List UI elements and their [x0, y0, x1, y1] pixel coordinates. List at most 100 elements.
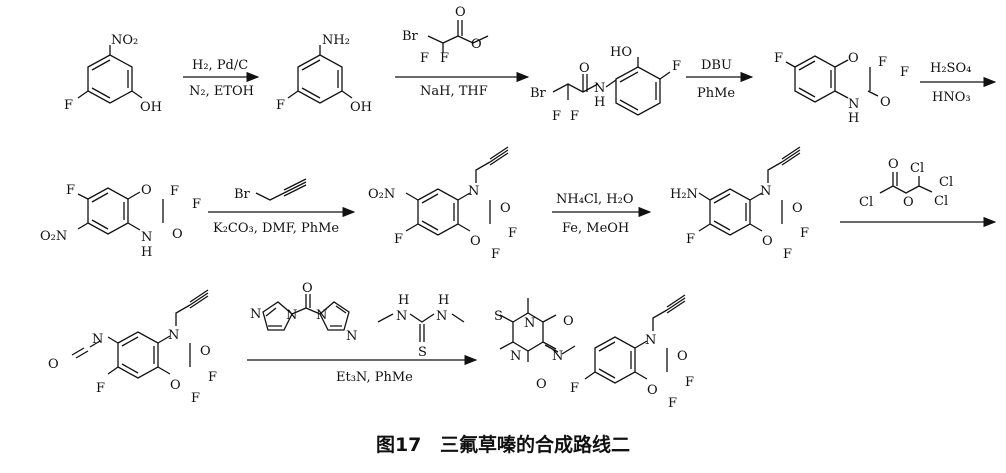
reagent-dimethylthiourea: H N H N S	[377, 293, 465, 360]
compound-9-trifludimoxazin: S N O N N O F N O O F F	[494, 294, 694, 411]
label-o: O	[563, 314, 574, 329]
condition-step2-bottom: NaH, THF	[420, 84, 488, 99]
label-n: N	[286, 308, 297, 323]
condition-step1-bottom: N₂, ETOH	[189, 84, 254, 99]
label-f: F	[394, 232, 403, 247]
label-oh: OH	[350, 100, 372, 115]
label-o: O	[536, 377, 547, 392]
figure-number: 图17	[375, 434, 422, 456]
label-n: N	[848, 97, 859, 112]
label-o: O	[762, 234, 773, 249]
label-cl: Cl	[939, 175, 953, 190]
condition-step4-bottom: HNO₃	[932, 90, 971, 105]
label-o: O	[471, 37, 482, 52]
label-h2n: H₂N	[670, 187, 698, 202]
condition-step1-top: H₂, Pd/C	[192, 58, 248, 73]
condition-step3-bottom: PhMe	[697, 86, 735, 101]
compound-3-bromodifluoroacetamide: Br O F F N H HO F	[530, 45, 681, 124]
condition-step8-bottom: Et₃N, PhMe	[336, 370, 413, 385]
label-o: O	[848, 51, 859, 66]
reaction-arrow-8: O N N N N H N H N S Et₃N, PhMe	[247, 281, 478, 385]
label-o: O	[888, 157, 899, 172]
label-o2n: O₂N	[40, 229, 67, 244]
label-f: F	[96, 381, 105, 396]
reaction-arrow-2: Br F F O O NaH, THF	[395, 5, 530, 99]
label-o: O	[903, 195, 914, 210]
label-f: F	[276, 98, 285, 113]
label-n: N	[396, 309, 407, 324]
label-f: F	[552, 109, 561, 124]
label-s: S	[418, 345, 427, 360]
label-f: F	[672, 59, 681, 74]
label-o: O	[170, 378, 181, 393]
label-n: N	[141, 230, 152, 245]
label-o: O	[500, 201, 511, 216]
label-f: F	[570, 381, 579, 396]
label-f: F	[208, 370, 217, 385]
reaction-arrow-7: O Cl O Cl Cl Cl	[840, 157, 997, 228]
label-o: O	[455, 5, 466, 20]
label-f: F	[66, 183, 75, 198]
reagent-carbonyldiimidazole: O N N N N	[250, 281, 357, 344]
compound-7-aminobenzoxazinone: H₂N F N O O F F	[670, 146, 809, 262]
label-f: F	[508, 226, 517, 241]
label-o: O	[677, 349, 688, 364]
label-o: O	[200, 344, 211, 359]
label-f: F	[878, 55, 887, 70]
compound-5-nitrobenzoxazinone: F O₂N O F F O N H	[40, 183, 201, 260]
condition-step5-bottom: K₂CO₃, DMF, PhMe	[213, 221, 339, 236]
condition-step3-top: DBU	[701, 58, 732, 73]
compound-8-isocyanate-benzoxazinone: O N F N O O F F	[48, 289, 217, 406]
label-h: H	[848, 111, 859, 126]
label-o: O	[302, 281, 313, 296]
condition-step6-top: NH₄Cl, H₂O	[556, 192, 634, 207]
figure-caption: 图17 三氟草嗪的合成路线二	[0, 430, 1006, 457]
label-o2n: O₂N	[368, 187, 395, 202]
label-f: F	[192, 197, 201, 212]
condition-step6-bottom: Fe, MeOH	[562, 221, 629, 236]
label-n: N	[316, 308, 327, 323]
label-h: H	[398, 293, 409, 308]
reaction-arrow-5: Br K₂CO₃, DMF, PhMe	[208, 178, 356, 236]
compound-4-difluorobenzoxazinone: F O F F O N H	[774, 51, 909, 126]
label-h: H	[438, 293, 449, 308]
label-cl: Cl	[859, 195, 873, 210]
label-n: N	[552, 349, 563, 364]
label-cl: Cl	[910, 161, 924, 176]
label-n: N	[346, 329, 357, 344]
label-br: Br	[234, 187, 251, 202]
label-n: N	[436, 309, 447, 324]
reaction-arrow-1: H₂, Pd/C N₂, ETOH	[183, 58, 260, 99]
label-o: O	[647, 383, 658, 398]
label-o: O	[579, 61, 590, 76]
label-n: N	[250, 307, 261, 322]
label-ho: HO	[610, 45, 632, 60]
label-no2: NO₂	[111, 33, 138, 48]
condition-step4-top: H₂SO₄	[930, 61, 971, 76]
label-f: F	[64, 98, 73, 113]
label-f: F	[668, 396, 677, 411]
reagent-trichloromethyl-chloroformate: O Cl O Cl Cl Cl	[859, 157, 953, 210]
compound-6-propargyl-nitrobenzoxazinone: O₂N F N O O F F	[368, 146, 517, 262]
label-f: F	[440, 51, 449, 66]
label-f: F	[774, 51, 783, 66]
label-n: N	[645, 333, 656, 348]
label-oh: OH	[140, 100, 162, 115]
label-o: O	[792, 201, 803, 216]
label-f: F	[685, 375, 694, 390]
label-s: S	[494, 309, 503, 324]
label-n: N	[468, 184, 479, 199]
label-o: O	[172, 227, 183, 242]
label-n: N	[524, 316, 535, 331]
label-br: Br	[402, 29, 419, 44]
compound-2-aminofluorophenol: NH₂ F OH	[276, 33, 372, 115]
label-f: F	[420, 51, 429, 66]
reagent-ethyl-bromodifluoroacetate: Br F F O O	[402, 5, 489, 66]
label-cl: Cl	[934, 194, 948, 209]
label-nh2: NH₂	[322, 33, 350, 48]
label-f: F	[783, 247, 792, 262]
label-f: F	[570, 109, 579, 124]
label-f: F	[900, 65, 909, 80]
label-f: F	[686, 232, 695, 247]
